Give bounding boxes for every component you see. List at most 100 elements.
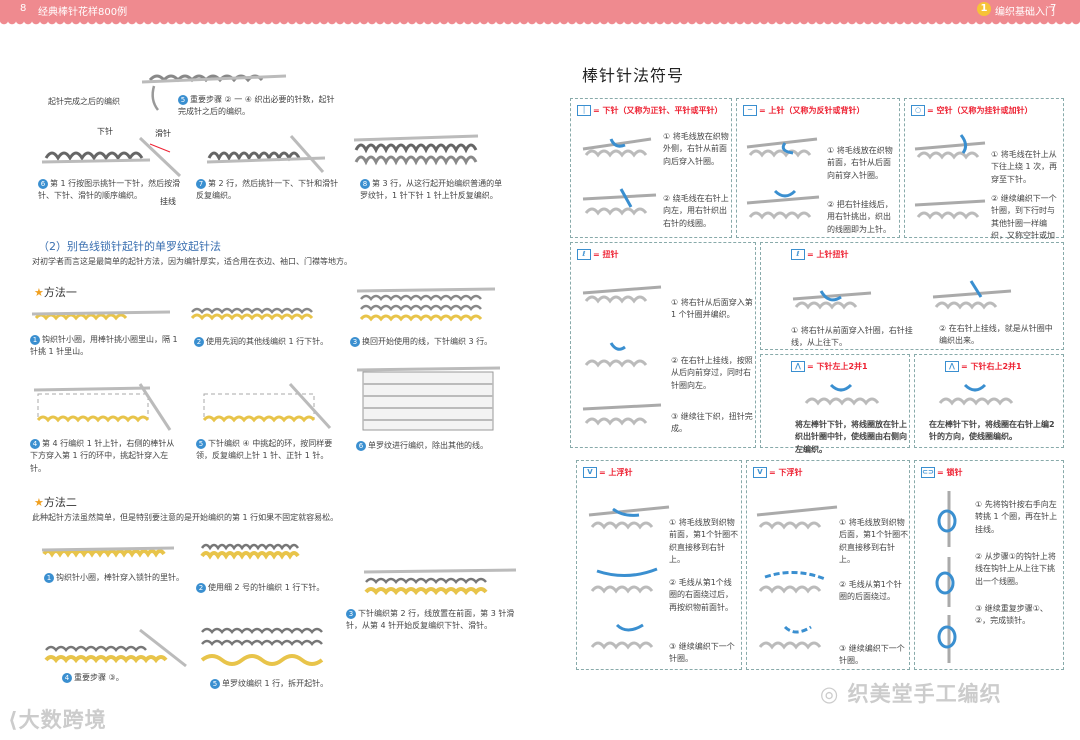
twist-text2: ② 在右针上挂线，按照从后向前穿过，同时右针圈向左。 bbox=[671, 355, 753, 392]
box-slip-back: V= 下浮针 ① 将毛线放到织物后面，第1个针圈不织直接移到右针上。 ② 毛线从… bbox=[746, 460, 910, 670]
slip-back-text1: ① 将毛线放到织物后面，第1个针圈不织直接移到右针上。 bbox=[839, 517, 909, 567]
page-title: 棒针针法符号 bbox=[582, 62, 684, 86]
yarn-over-illustration bbox=[913, 127, 993, 232]
m2-caption1: 1钩织针小圈，棒针穿入锁针的里针。 bbox=[44, 572, 184, 584]
slip-back-illustration bbox=[755, 487, 845, 667]
k2tog-right-text: 在左棒针下针，将线圈在右针上编2针的方向，使线圈编织。 bbox=[929, 419, 1059, 444]
slip-back-label: = 下浮针 bbox=[769, 468, 803, 477]
slip-front-text1: ① 将毛线放到织物前面，第1个针圈不织直接移到右针上。 bbox=[669, 517, 739, 567]
k2tog-left-illustration bbox=[801, 375, 901, 415]
m2-caption5: 5单罗纹编织 1 行，拆开起针。 bbox=[210, 678, 328, 690]
chain-illustration bbox=[919, 487, 969, 667]
twist-symbol-icon: ℓ bbox=[577, 249, 591, 260]
m1-caption1: 1钩织针小圈，用棒针挑小圈里山，隔 1 针挑 1 针里山。 bbox=[30, 334, 180, 359]
method-2-heading: ★方法二 bbox=[34, 494, 77, 510]
chain-text3: ③ 继续重复步骤①、②，完成锁针。 bbox=[975, 603, 1061, 628]
method-2-intro: 此种起针方法虽然简单，但是特别要注意的是开始编织的第 1 行如果不固定就容易松。 bbox=[32, 512, 338, 524]
label-xiazhen: 下针 bbox=[97, 126, 113, 138]
k2tog-left-text: 将左棒针下针，将线圈放在针上织出针圈中针，使线圈由右侧向左编织。 bbox=[795, 419, 907, 456]
label-huazhen: 滑针 bbox=[155, 128, 171, 140]
twist-text1: ① 将右针从后面穿入第 1 个针圈并编织。 bbox=[671, 297, 753, 322]
twist-text3: ③ 继续往下织，扭针完成。 bbox=[671, 411, 753, 436]
m2-step3-illustration bbox=[360, 560, 520, 605]
slip-front-label: = 上浮针 bbox=[599, 468, 633, 477]
k2tog-right-icon: ⋀ bbox=[945, 361, 959, 372]
m1-step1-illustration bbox=[30, 300, 175, 330]
box-purl-twisted: ℓ= 上针扭针 ① 将右针从前面穿入针圈，右针挂线，从上往下。 ② 在右针上挂线… bbox=[760, 242, 1064, 350]
purl-twist-illustration2 bbox=[931, 267, 1021, 327]
watermark-left: ⟨大数跨境 bbox=[8, 704, 107, 734]
box-twisted-stitch: ℓ= 扭针 ① 将右针从后面穿入第 1 个针圈并编织。 ② 在右针上挂线，按照从… bbox=[570, 242, 756, 448]
purl-illustration bbox=[745, 127, 825, 232]
m1-step4-illustration bbox=[30, 380, 180, 435]
chain-text2: ② 从步骤①的钩针上将线在钩针上从上往下挑出一个线圈。 bbox=[975, 551, 1061, 588]
box-k2tog-right: ⋀= 下针右上2并1 在左棒针下针，将线圈在右针上编2针的方向，使线圈编织。 bbox=[914, 354, 1064, 448]
box-purl-stitch: ─= 上针（又称为反针或背针） ① 将毛线放在织物前面，右针从后面向前穿入针圈。… bbox=[736, 98, 900, 238]
purl-twist-label: = 上针扭针 bbox=[807, 250, 849, 259]
m1-step3-illustration bbox=[355, 285, 500, 330]
left-page-number: 8 bbox=[20, 3, 26, 14]
m2-step5-illustration bbox=[196, 618, 346, 673]
purl-symbol-icon: ─ bbox=[743, 105, 757, 116]
purl-twist-symbol-icon: ℓ bbox=[791, 249, 805, 260]
m1-step2-illustration bbox=[186, 300, 331, 330]
knit-text2: ② 绕毛线在右针上向左，用右针织出右针的线圈。 bbox=[663, 193, 729, 230]
step7-illustration bbox=[205, 128, 330, 178]
box-knit-stitch: │= 下针（又称为正针、平针或平针） ① 将毛线放在织物外侧，右针从前面向后穿入… bbox=[570, 98, 732, 238]
slip-back-text2: ② 毛线从第1个针圈的后面绕过。 bbox=[839, 579, 909, 604]
method-1-heading: ★方法一 bbox=[34, 284, 77, 300]
purl-text1: ① 将毛线放在织物前面，右针从后面向前穿入针圈。 bbox=[827, 145, 897, 182]
slip-front-icon: V bbox=[583, 467, 597, 478]
twist-label: = 扭针 bbox=[593, 250, 619, 259]
purl-twist-text2: ② 在右针上挂线，就是从针圈中编织出来。 bbox=[939, 323, 1059, 348]
watermark-logo-icon: ⟨ bbox=[8, 708, 19, 732]
right-running-title: 编织基础入门 bbox=[995, 3, 1055, 18]
twist-illustration bbox=[581, 273, 671, 443]
m2-step1-illustration bbox=[38, 540, 178, 565]
m1-step6-illustration bbox=[355, 364, 505, 439]
k2tog-right-label: = 下针右上2并1 bbox=[961, 362, 1022, 371]
slip-front-text3: ③ 继续编织下一个针圈。 bbox=[669, 641, 739, 666]
chapter-badge: 1 bbox=[977, 2, 991, 16]
knit-label: = 下针（又称为正针、平针或平针） bbox=[593, 106, 723, 115]
knit-text1: ① 将毛线放在织物外侧，右针从前面向后穿入针圈。 bbox=[663, 131, 729, 168]
slip-front-illustration bbox=[587, 487, 677, 667]
step8-illustration bbox=[352, 128, 482, 178]
purl-text2: ② 把右针挂线后，用右针挑出，织出的线圈即为上针。 bbox=[827, 199, 897, 236]
purl-label: = 上针（又称为反针或背针） bbox=[759, 106, 865, 115]
k2tog-left-icon: ⋀ bbox=[791, 361, 805, 372]
chain-symbol-icon: ⊂⊃ bbox=[921, 467, 935, 478]
section-2-heading: （2）别色线锁针起针的单罗纹起针法 bbox=[38, 238, 221, 254]
chain-label: = 锁针 bbox=[937, 468, 963, 477]
slip-front-text2: ② 毛线从第1个线圈的右面绕过后，再按织物前面针。 bbox=[669, 577, 739, 614]
m1-step5-illustration bbox=[200, 380, 340, 435]
right-page-number: 7 bbox=[1050, 3, 1056, 14]
box-chain-stitch: ⊂⊃= 锁针 ① 先将钩针按右手向左转挑 1 个圈，再在针上挂线。 ② 从步骤①… bbox=[914, 460, 1064, 670]
box-slip-front: V= 上浮针 ① 将毛线放到织物前面，第1个针圈不织直接移到右针上。 ② 毛线从… bbox=[576, 460, 742, 670]
slip-back-text3: ③ 继续编织下一个针圈。 bbox=[839, 643, 909, 668]
m2-step4-illustration bbox=[40, 626, 190, 671]
m2-step2-illustration bbox=[196, 538, 336, 568]
header-bar bbox=[0, 0, 1080, 20]
chain-text1: ① 先将钩针按右手向左转挑 1 个圈，再在针上挂线。 bbox=[975, 499, 1061, 536]
k2tog-left-label: = 下针左上2并1 bbox=[807, 362, 868, 371]
wechat-icon: ◎ bbox=[820, 682, 848, 706]
knit-illustration bbox=[581, 129, 661, 229]
slip-back-icon: V bbox=[753, 467, 767, 478]
left-running-title: 经典棒针花样800例 bbox=[38, 3, 127, 18]
purl-twist-text1: ① 将右针从前面穿入针圈，右针挂线，从上往下。 bbox=[791, 325, 921, 350]
watermark-right: ◎ 织美堂手工编织 bbox=[820, 678, 1002, 708]
section-2-intro: 对初学者而言这是最简单的起针方法，因为编针厚实，适合用在衣边、袖口、门襟等地方。 bbox=[32, 256, 352, 268]
caption-start: 起针完成之后的编织 bbox=[48, 96, 120, 108]
